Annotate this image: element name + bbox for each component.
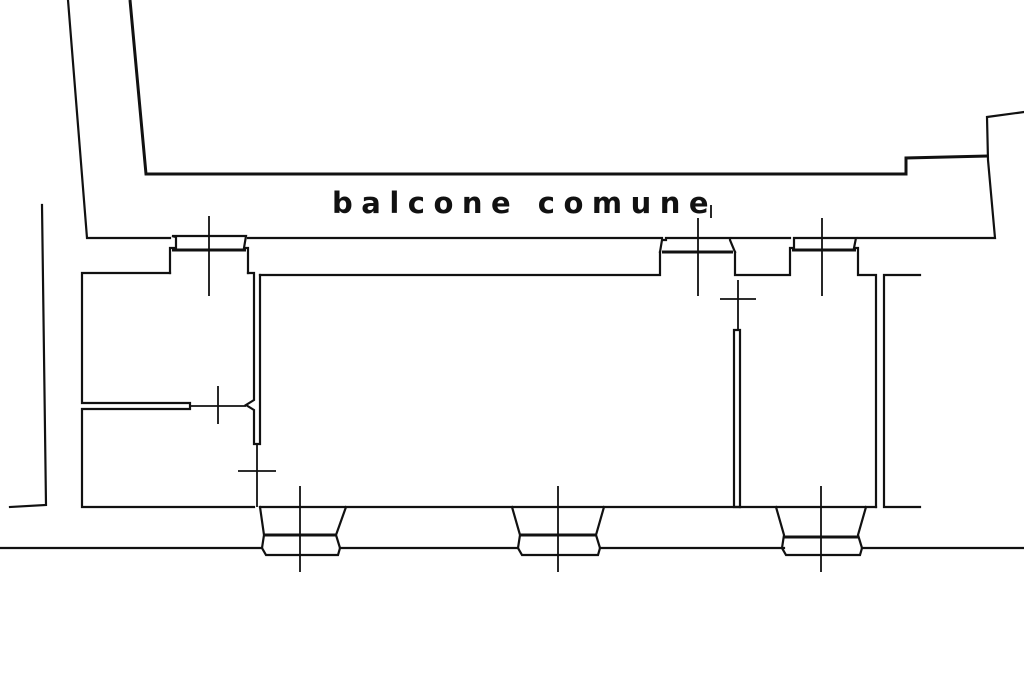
window-top-right	[788, 218, 860, 296]
door-marks	[190, 205, 756, 507]
window-bottom-middle	[510, 486, 606, 572]
balcony-label: balcone comune	[332, 186, 718, 220]
window-bottom-right	[774, 486, 868, 572]
apartment-walls	[0, 250, 1024, 550]
left-wall	[8, 203, 48, 509]
window-bottom-left	[258, 486, 348, 572]
balcony-outline	[66, 0, 1024, 240]
window-top-left	[168, 216, 250, 296]
window-top-middle	[658, 218, 737, 296]
